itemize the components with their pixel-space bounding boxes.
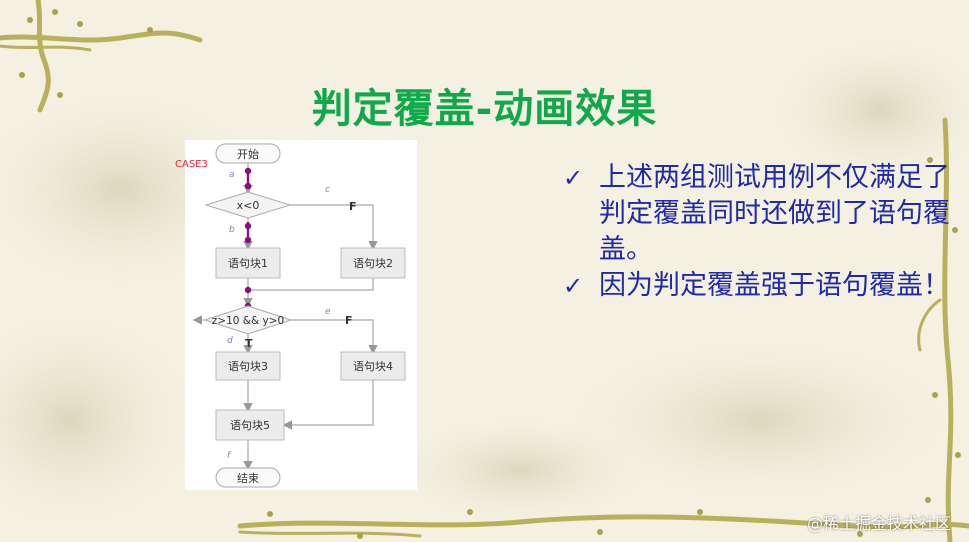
checkmark-icon: ✓ — [563, 164, 584, 192]
path-dot — [244, 182, 252, 190]
watermark: @稀土掘金技术社区 — [806, 514, 951, 533]
block-1 — [215, 247, 281, 279]
false-label-2: F — [345, 314, 353, 327]
case-label: CASE3 — [175, 159, 208, 170]
start-node — [215, 143, 281, 164]
block-5 — [215, 409, 285, 441]
block-4-label: 语句块4 — [353, 360, 393, 373]
block-3-label: 语句块3 — [228, 360, 268, 373]
flowchart-panel: 开始 CASE3 x<0 语句块1 语句块2 z>10 && y>0 语句块3 … — [175, 140, 417, 490]
bullet-list: ✓ 上述两组测试用例不仅满足了判定覆盖同时还做到了语句覆盖。 ✓ 因为判定覆盖强… — [563, 160, 953, 304]
vine-decoration-top — [0, 0, 203, 113]
block-5-label: 语句块5 — [230, 419, 270, 432]
path-dot — [244, 167, 252, 175]
block-2-label: 语句块2 — [353, 257, 393, 270]
decision1-label: x<0 — [237, 199, 260, 212]
decision-x-lt-0 — [204, 191, 292, 219]
path-label-a: a — [229, 170, 235, 180]
flowchart: 开始 CASE3 x<0 语句块1 语句块2 z>10 && y>0 语句块3 … — [175, 143, 406, 488]
bullet-item: ✓ 因为判定覆盖强于语句覆盖！ — [563, 268, 953, 304]
path-label-c: c — [325, 185, 330, 195]
path-dot — [244, 236, 252, 244]
slide-title: 判定覆盖-动画效果 — [311, 85, 658, 132]
end-node — [215, 467, 281, 488]
vine-decoration-right — [917, 117, 954, 542]
block-4 — [340, 351, 406, 381]
path-label-f: f — [227, 451, 232, 461]
bullet-text: 因为判定覆盖强于语句覆盖！ — [599, 270, 950, 301]
bullet-text: 上述两组测试用例不仅满足了判定覆盖同时还做到了语句覆盖。 — [599, 162, 950, 265]
path-dot — [244, 286, 252, 294]
start-label: 开始 — [237, 147, 259, 161]
block-1-label: 语句块1 — [228, 257, 268, 270]
block-3 — [215, 351, 281, 381]
path-label-b: b — [229, 225, 235, 235]
end-label: 结束 — [237, 472, 259, 485]
path-dot — [244, 222, 252, 230]
checkmark-icon: ✓ — [563, 272, 584, 300]
false-label-1: F — [349, 200, 357, 213]
decision2-label: z>10 && y>0 — [212, 315, 284, 327]
path-label-d: d — [227, 336, 233, 346]
block-2 — [340, 247, 406, 279]
path-label-e: e — [325, 307, 331, 317]
decision-z-y — [203, 305, 293, 335]
vine-decoration-bottom — [237, 514, 969, 538]
true-label: T — [245, 337, 253, 350]
bullet-item: ✓ 上述两组测试用例不仅满足了判定覆盖同时还做到了语句覆盖。 — [563, 160, 953, 268]
